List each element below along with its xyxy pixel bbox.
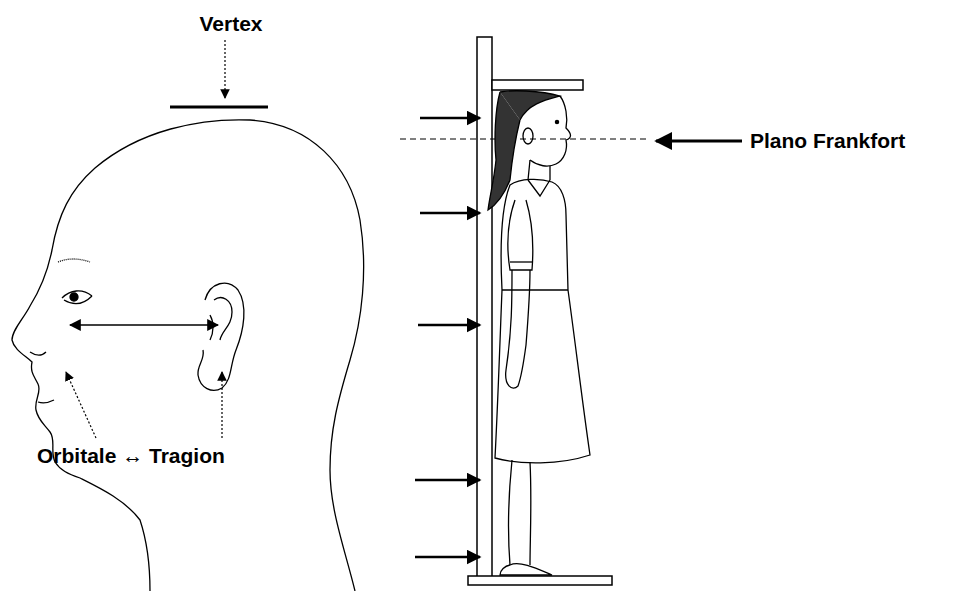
vertex-pointer [170,40,268,107]
leader-line [66,372,96,438]
stadiometer [468,37,612,585]
girl-figure [488,91,590,575]
label-text: Plano Frankfort [750,129,905,152]
pointer-arrow [656,140,742,143]
label-text: Orbitale ↔ Tragion [37,444,225,467]
head-profile [12,120,364,591]
label-text: Vertex [199,12,262,35]
leader-line [221,372,222,438]
frankfort-plane-line [400,139,650,140]
contact-arrows [415,118,480,557]
frankfort-arrow [70,324,218,326]
